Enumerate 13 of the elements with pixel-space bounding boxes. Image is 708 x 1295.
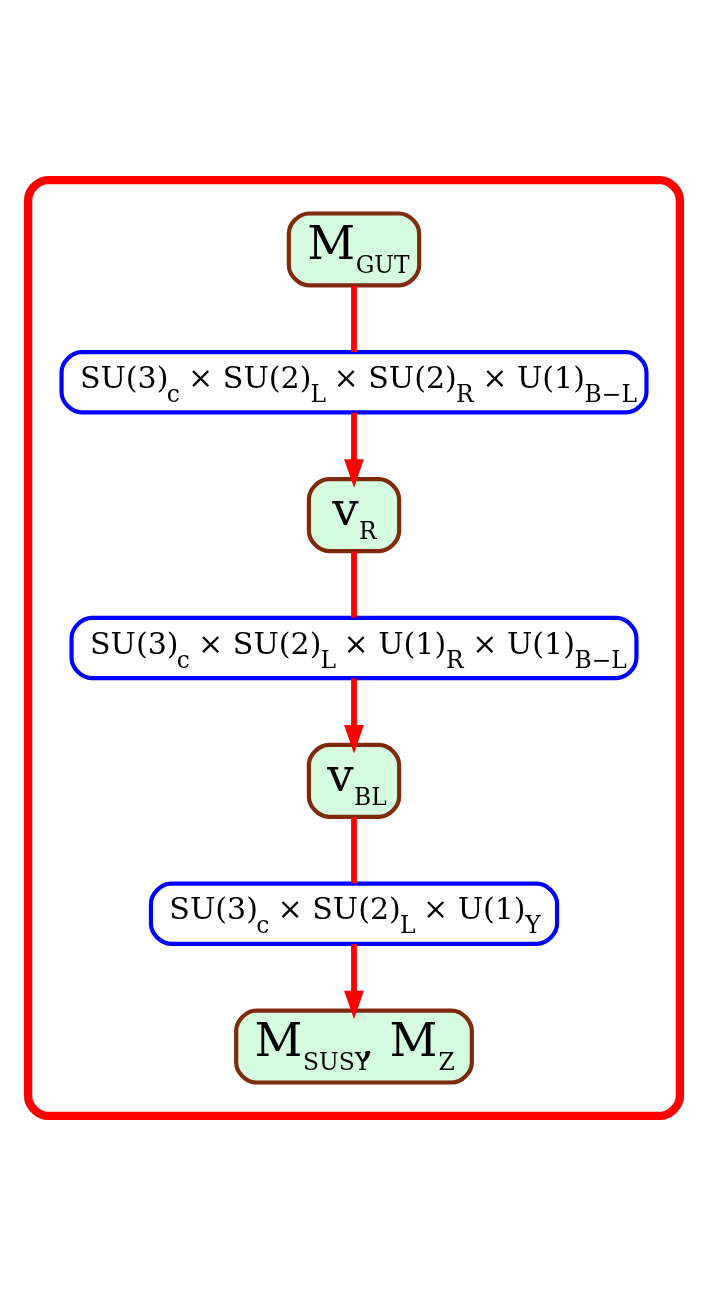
node-box: SU(3)$_{c}$ × SU(2)$_{L}$ × SU(2)$_{R}$ × U(1)$_{B−L}$: [59, 349, 649, 414]
node-box: M$_{GUT}$: [286, 210, 422, 287]
arrow: [344, 677, 364, 753]
node-box: SU(3)$_{c}$ × SU(2)$_{L}$ × U(1)$_{Y}$: [148, 881, 560, 946]
connector: [351, 285, 357, 352]
node-box: v$_{R}$: [306, 476, 402, 553]
connector: [351, 551, 357, 618]
node-box: SU(3)$_{c}$ × SU(2)$_{L}$ × U(1)$_{R}$ × U(1)$_{B−L}$: [69, 615, 639, 680]
node-box: v$_{BL}$: [306, 742, 402, 819]
cluster: [23, 175, 685, 1120]
arrow: [344, 943, 364, 1019]
connector: [351, 816, 357, 883]
arrow: [344, 412, 364, 488]
